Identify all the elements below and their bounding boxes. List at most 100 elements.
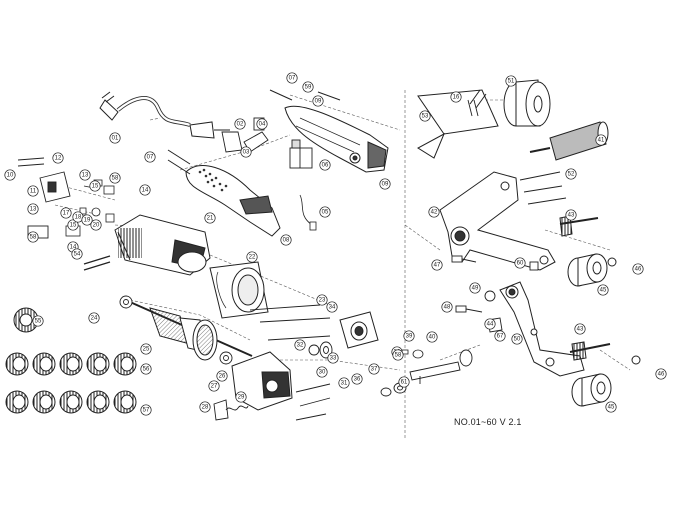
callout-label: 39: [406, 333, 413, 339]
callout-57: 57: [140, 404, 152, 416]
callout-label: 15: [70, 222, 77, 228]
callout-label: 58: [112, 175, 119, 181]
callout-14: 14: [139, 184, 151, 196]
callout-label: 10: [7, 172, 14, 178]
switch: [289, 139, 313, 169]
housing-screws: [295, 383, 331, 421]
callout-55: 55: [32, 315, 44, 327]
callout-61: 61: [398, 376, 410, 388]
callout-label: 57: [143, 407, 150, 413]
callout-label: 50: [514, 336, 521, 342]
callout-label: 16: [453, 94, 460, 100]
callout-58: 58: [392, 349, 404, 361]
callout-label: 07: [289, 75, 296, 81]
gear-piece: [113, 390, 137, 414]
callout-label: 49: [472, 285, 479, 291]
callout-label: 60: [517, 260, 524, 266]
callout-52: 52: [565, 168, 577, 180]
callout-36: 36: [351, 373, 363, 385]
callout-58: 58: [27, 231, 39, 243]
callout-label: 26: [219, 373, 226, 379]
handle-right: [269, 89, 389, 173]
callout-20: 20: [90, 219, 102, 231]
callout-13: 13: [79, 169, 91, 181]
callout-21: 21: [204, 212, 216, 224]
callout-04: 04: [256, 118, 268, 130]
callout-13: 13: [27, 203, 39, 215]
callout-label: 01: [112, 135, 119, 141]
pin-pair: [83, 255, 111, 271]
callout-58: 58: [109, 172, 121, 184]
callout-60: 60: [514, 257, 526, 269]
callout-label: 09: [315, 98, 322, 104]
gear-piece: [5, 352, 29, 376]
callout-15: 15: [89, 180, 101, 192]
callout-27: 27: [208, 380, 220, 392]
callout-label: 11: [30, 188, 37, 194]
callout-07: 07: [286, 72, 298, 84]
small-pins: [467, 99, 479, 117]
callout-48: 48: [441, 301, 453, 313]
callout-label: 51: [508, 78, 515, 84]
callout-label: 36: [354, 376, 361, 382]
gear-piece: [32, 390, 56, 414]
arm-bracket: [439, 171, 556, 271]
gear-housing: [231, 351, 293, 411]
callout-label: 33: [330, 355, 337, 361]
callout-label: 21: [207, 215, 214, 221]
callout-label: 08: [283, 237, 290, 243]
callout-45: 45: [597, 284, 609, 296]
switch-lever: [213, 399, 249, 421]
callout-26: 26: [216, 370, 228, 382]
callout-label: 52: [568, 171, 575, 177]
callout-label: 46: [635, 266, 642, 272]
gear-piece: [5, 390, 29, 414]
callout-label: 61: [401, 379, 408, 385]
callout-22: 22: [246, 251, 258, 263]
callout-label: 43: [568, 212, 575, 218]
callout-label: 37: [371, 366, 378, 372]
gear-piece: [59, 352, 83, 376]
callout-46: 46: [655, 368, 667, 380]
callout-28: 28: [199, 401, 211, 413]
callout-label: 42: [431, 209, 438, 215]
callout-54: 54: [71, 248, 83, 260]
tension-arm: [499, 281, 585, 377]
long-screws: [249, 304, 331, 341]
callout-10: 10: [4, 169, 16, 181]
callout-label: 22: [249, 254, 256, 260]
callout-layer: 0102030405060707080909101112131314141515…: [4, 72, 667, 416]
callout-34: 34: [326, 301, 338, 313]
gear-piece: [32, 352, 56, 376]
callout-47: 47: [431, 259, 443, 271]
callout-16: 16: [450, 91, 462, 103]
callout-label: 23: [319, 297, 326, 303]
bearing-washer: [308, 341, 333, 359]
callout-17: 17: [60, 207, 72, 219]
callout-label: 06: [322, 162, 329, 168]
callout-46: 46: [632, 263, 644, 275]
callout-53: 53: [419, 110, 431, 122]
callout-label: 27: [211, 383, 218, 389]
callout-label: 34: [329, 304, 336, 310]
callout-23: 23: [316, 294, 328, 306]
callout-label: 55: [35, 318, 42, 324]
callout-label: 05: [322, 209, 329, 215]
callout-29: 29: [235, 391, 247, 403]
callout-label: 03: [243, 149, 250, 155]
callout-label: 45: [600, 287, 607, 293]
callout-label: 25: [143, 346, 150, 352]
callout-label: 46: [658, 371, 665, 377]
bearing-cover: [339, 311, 379, 349]
callout-label: 58: [30, 234, 37, 240]
callout-label: 14: [142, 187, 149, 193]
callout-label: 12: [55, 155, 62, 161]
callout-12: 12: [52, 152, 64, 164]
callout-label: 32: [297, 342, 304, 348]
callout-label: 44: [487, 321, 494, 327]
callout-41: 41: [595, 134, 607, 146]
callout-07: 07: [144, 151, 156, 163]
callout-24: 24: [88, 312, 100, 324]
callout-label: 58: [395, 352, 402, 358]
